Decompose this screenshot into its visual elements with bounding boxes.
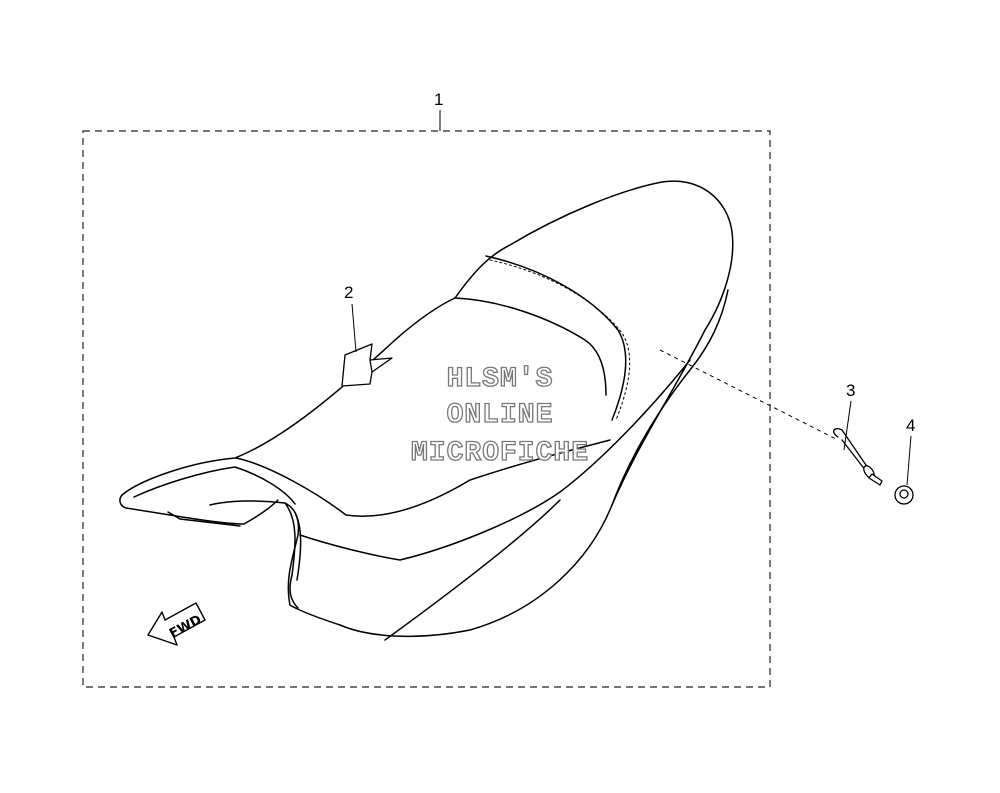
hook-bolt-icon xyxy=(833,428,883,486)
callout-2-leader xyxy=(351,303,357,353)
callout-4-leader xyxy=(906,435,912,486)
callout-3: 3 xyxy=(846,381,855,400)
watermark-line-1: HLSM'S xyxy=(447,364,554,395)
seat-strap-inner xyxy=(133,466,296,505)
seat-bottom-panel xyxy=(384,499,561,641)
seat-rear-cap xyxy=(485,255,627,421)
seat-outline xyxy=(121,180,734,638)
nut-icon xyxy=(894,485,914,505)
seat-stitch-line xyxy=(489,259,631,421)
seat-front-tube xyxy=(284,502,299,609)
watermark: HLSM'S ONLINE MICROFICHE xyxy=(410,363,589,469)
watermark-line-2: ONLINE xyxy=(447,400,554,431)
label-tag-icon xyxy=(341,343,393,387)
callout-4: 4 xyxy=(906,416,915,435)
part-3-dash-line xyxy=(659,349,839,441)
seat-front-cushion xyxy=(235,439,611,517)
forward-arrow-icon: FWD xyxy=(147,602,206,646)
seat-side-line xyxy=(299,359,691,561)
seat-icon xyxy=(119,180,734,641)
seat-cushion-ridge xyxy=(454,297,607,396)
callout-3-leader xyxy=(843,400,852,451)
seat-strap-loop xyxy=(119,494,279,525)
callout-2: 2 xyxy=(344,283,353,302)
seat-strap-bottom xyxy=(167,511,241,527)
callout-1: 1 xyxy=(434,90,443,109)
seat-front-tube-inner xyxy=(295,514,302,581)
watermark-line-3: MICROFICHE xyxy=(411,438,589,469)
assembly-boundary xyxy=(82,130,771,688)
seat-base-line xyxy=(611,289,729,506)
